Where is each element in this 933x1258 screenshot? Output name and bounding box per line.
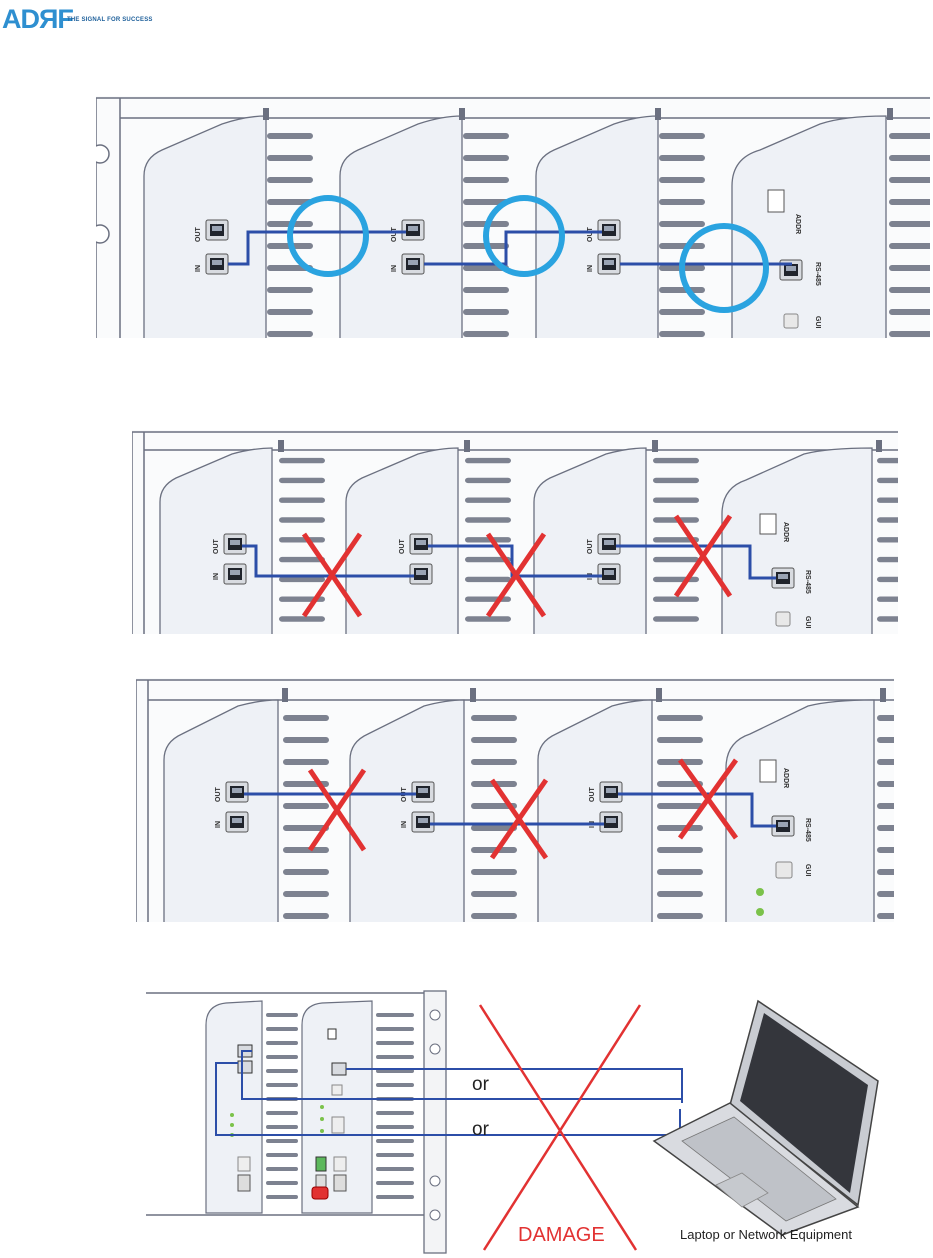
diagram-panel-laptop: or or DAMAGE Laptop or Network Equipment: [146, 985, 886, 1255]
port-label-in-8: IN: [401, 821, 408, 828]
port-label-out-3: OUT: [587, 227, 594, 243]
damage-label: DAMAGE: [518, 1224, 605, 1246]
or-label-2: or: [472, 1119, 490, 1140]
diagram-panel-wrong-2: OUT IN OUT IN OUT IN ADDR RS-485 GUI: [136, 678, 894, 922]
adrf-logo: ADЯF THE SIGNAL FOR SUCCESS: [0, 0, 180, 44]
port-label-gui-3: GUI: [804, 864, 811, 877]
logo-brand: ADЯF: [2, 4, 73, 35]
port-label-out-6: OUT: [587, 539, 594, 555]
or-label-1: or: [472, 1074, 490, 1095]
port-label-addr: ADDR: [794, 214, 801, 234]
port-label-out-1: OUT: [195, 227, 202, 243]
port-label-rs485: RS-485: [814, 262, 821, 286]
port-label-in-7: IN: [215, 821, 222, 828]
logo-tagline: THE SIGNAL FOR SUCCESS: [67, 17, 153, 23]
port-label-addr-2: ADDR: [782, 522, 789, 542]
port-label-out-2: OUT: [391, 227, 398, 243]
laptop-label: Laptop or Network Equipment: [680, 1227, 852, 1242]
port-label-out-5: OUT: [399, 539, 406, 555]
port-label-in-2: IN: [391, 265, 398, 272]
diagram-panel-correct: OUT IN OUT IN OUT IN ADDR RS-485 GUI: [96, 96, 930, 338]
port-label-addr-3: ADDR: [782, 768, 789, 788]
port-label-out-4: OUT: [213, 539, 220, 555]
port-label-rs485-2: RS-485: [804, 570, 811, 594]
port-label-out-9: OUT: [589, 787, 596, 803]
diagram-panel-wrong-1: OUT IN OUT OUT IN ADDR RS-485 GUI: [132, 430, 898, 634]
port-label-out-7: OUT: [215, 787, 222, 803]
port-label-in-1: IN: [195, 265, 202, 272]
port-label-in-3: IN: [587, 265, 594, 272]
port-label-gui-2: GUI: [804, 616, 811, 629]
port-label-in-4: IN: [213, 573, 220, 580]
laptop-icon: [654, 1001, 878, 1235]
port-label-rs485-3: RS-485: [804, 818, 811, 842]
port-label-gui: GUI: [814, 316, 821, 329]
